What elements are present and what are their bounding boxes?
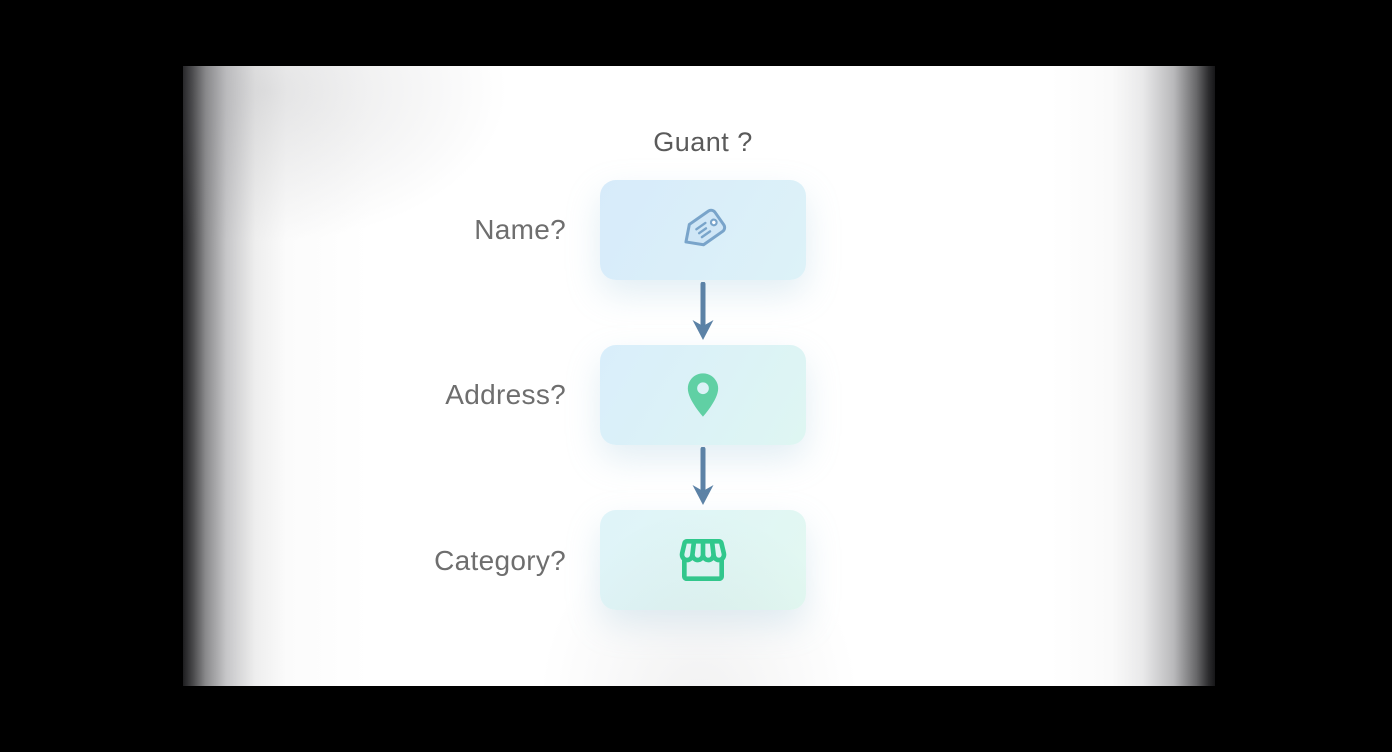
arrow-down-icon <box>692 281 714 340</box>
step-box-category <box>600 510 806 610</box>
step-box-name <box>600 180 806 280</box>
step-label-category: Category? <box>434 545 566 576</box>
step-box-address <box>600 345 806 445</box>
storefront-icon <box>679 539 727 581</box>
tag-icon <box>684 208 727 247</box>
presentation-screen: Guant ? Name? Add <box>183 66 1215 686</box>
flow-diagram: Guant ? Name? Add <box>336 126 1070 612</box>
diagram-title: Guant ? <box>653 127 753 157</box>
step-label-address: Address? <box>445 379 566 410</box>
arrow-cell <box>600 445 806 510</box>
step-label-name: Name? <box>474 214 566 245</box>
location-pin-icon <box>687 373 719 417</box>
arrow-cell <box>600 280 806 345</box>
arrow-down-icon <box>692 446 714 505</box>
